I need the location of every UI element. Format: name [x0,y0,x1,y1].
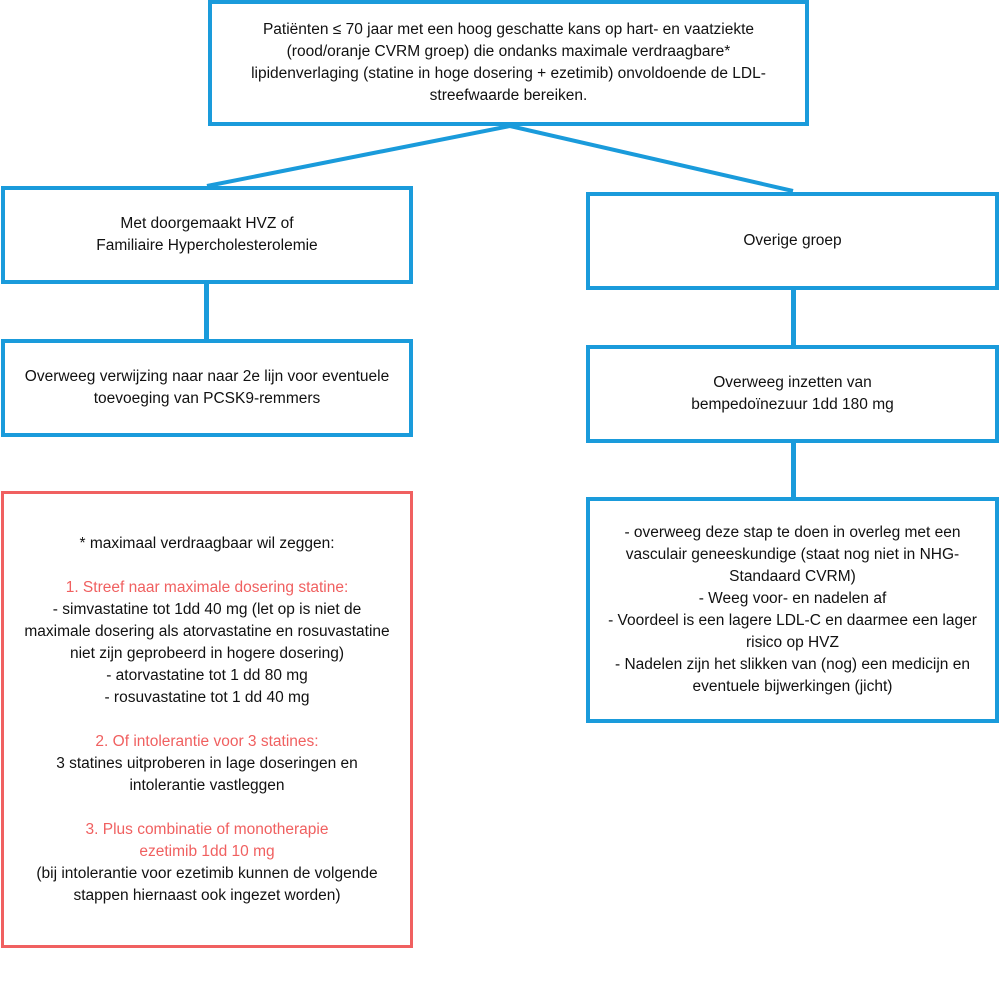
right-notes-line: vasculair geneeskundige (staat nog niet … [625,546,960,563]
right-notes-line: - Weeg voor- en nadelen af [698,590,887,607]
step1-line: - atorvastatine tot 1 dd 80 mg [106,666,308,684]
step3-heading: 3. Plus combinatie of monotherapie [85,820,329,838]
right-action-box: Overweeg inzetten van bempedoïnezuur 1dd… [586,345,999,443]
connector-top-right [509,124,794,193]
step2-line: 3 statines uitproberen in lage doseringe… [56,754,358,772]
left-group-line: Familiaire Hypercholesterolemie [96,237,318,254]
right-notes-box: - overweeg deze stap te doen in overleg … [586,497,999,723]
right-action-line: bempedoïnezuur 1dd 180 mg [691,396,894,413]
step1-line: niet zijn geprobeerd in hogere dosering) [69,644,344,662]
left-connector [204,284,209,340]
top-criteria-line: streefwaarde bereiken. [429,87,588,104]
top-criteria-line: Patiënten ≤ 70 jaar met een hoog geschat… [262,21,755,38]
top-criteria-line: (rood/oranje CVRM groep) die ondanks max… [286,43,731,60]
step2-line: intolerantie vastleggen [129,776,285,794]
right-notes-line: risico op HVZ [745,634,839,651]
connector-top-left [206,124,511,188]
left-group-line: Met doorgemaakt HVZ of [120,215,294,232]
right-connector-1 [791,290,796,346]
step3-line: stappen hiernaast ook ingezet worden) [73,886,341,904]
right-notes-line: eventuele bijwerkingen (jicht) [692,678,893,695]
right-action-line: Overweeg inzetten van [713,374,872,391]
step3-heading: ezetimib 1dd 10 mg [139,842,275,860]
step1-line: maximale dosering als atorvastatine en r… [24,622,390,640]
left-group-box: Met doorgemaakt HVZ of Familiaire Hyperc… [1,186,413,284]
step3-line: (bij intolerantie voor ezetimib kunnen d… [36,864,378,882]
step1-heading: 1. Streef naar maximale dosering statine… [65,578,349,596]
left-action-line: toevoeging van PCSK9-remmers [93,390,321,407]
left-action-box: Overweeg verwijzing naar naar 2e lijn vo… [1,339,413,437]
top-criteria-box: Patiënten ≤ 70 jaar met een hoog geschat… [208,0,809,126]
right-group-line: Overige groep [743,232,842,249]
step1-line: - rosuvastatine tot 1 dd 40 mg [104,688,310,706]
right-notes-line: - Nadelen zijn het slikken van (nog) een… [615,656,970,673]
right-notes-line: - overweeg deze stap te doen in overleg … [624,524,961,541]
step1-line: - simvastatine tot 1dd 40 mg (let op is … [52,600,362,618]
right-connector-2 [791,443,796,499]
footnote-box: * maximaal verdraagbaar wil zeggen: 1. S… [1,491,413,948]
top-criteria-line: lipidenverlaging (statine in hoge doseri… [251,65,766,82]
right-group-box: Overige groep [586,192,999,290]
right-notes-line: - Voordeel is een lagere LDL-C en daarme… [608,612,977,629]
right-notes-line: Standaard CVRM) [729,568,856,585]
step2-heading: 2. Of intolerantie voor 3 statines: [95,732,319,750]
left-action-line: Overweeg verwijzing naar naar 2e lijn vo… [24,368,390,385]
footnote-intro: * maximaal verdraagbaar wil zeggen: [79,534,335,552]
